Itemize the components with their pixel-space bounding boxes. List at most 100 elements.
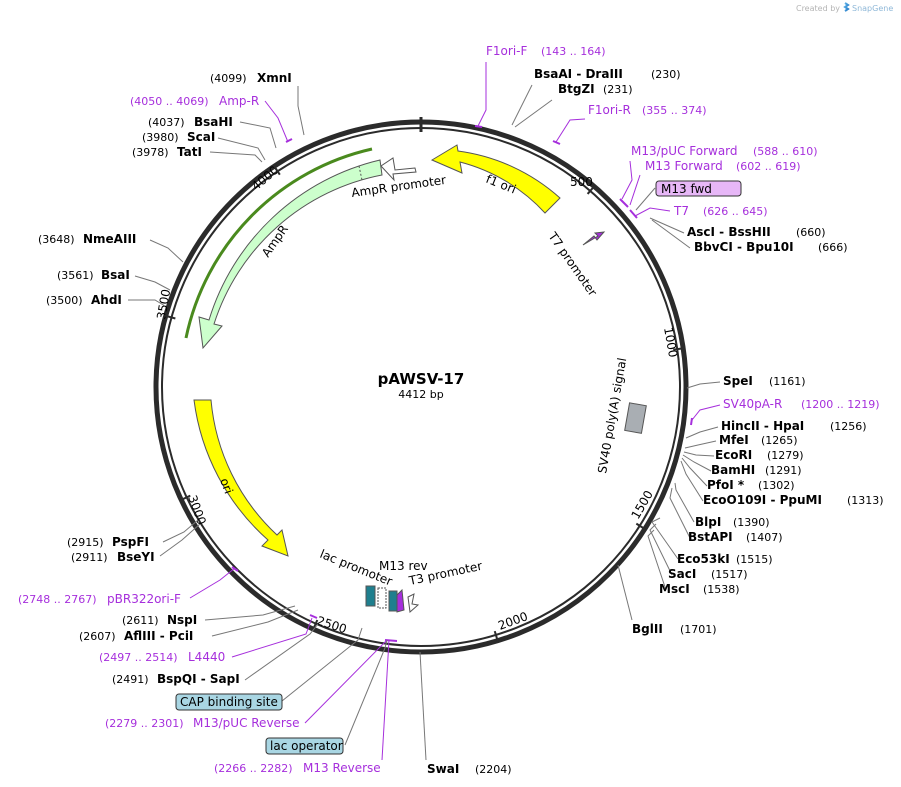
primer-arc-pbr322ori-f [231, 566, 239, 572]
site-name: BspQI - SapI [157, 672, 240, 686]
site-position: (2915) [67, 536, 104, 549]
primer-name: M13/pUC Reverse [193, 716, 300, 730]
primer-name: M13 Reverse [303, 761, 381, 775]
tick-mark-1000 [673, 347, 685, 351]
site-position: (4099) [210, 72, 247, 85]
site-name: MfeI [719, 433, 749, 447]
site-position: (666) [818, 241, 848, 254]
site-name: BsaHI [194, 115, 233, 129]
site-position: (1161) [769, 375, 806, 388]
site-position: (230) [651, 68, 681, 81]
site-name: MscI [659, 582, 690, 596]
tick-mark-1500 [635, 522, 647, 531]
site-name: BseYI [117, 550, 155, 564]
lac-operator-box [377, 587, 387, 609]
m13-fwd-tag [655, 180, 742, 197]
site-position: (3500) [46, 294, 83, 307]
site-position: (2491) [112, 673, 149, 686]
site-labels: (4099) XmnI (4037) BsaHI (3980) ScaI (39… [38, 67, 884, 776]
site-name: NspI [167, 613, 197, 627]
watermark-brand: SnapGene [852, 4, 893, 13]
primer-name: F1ori-F [486, 44, 527, 58]
ampr-promoter-arrow [380, 157, 417, 182]
ori-label: ori [217, 476, 235, 495]
lac-operator-label: lac operator [270, 739, 343, 753]
site-name: BtgZI [558, 82, 595, 96]
cap-binding-site-tag [175, 693, 283, 711]
site-name: SwaI [427, 762, 459, 776]
site-position: (2607) [79, 630, 116, 643]
primer-arc-m13-puc-forward [619, 198, 629, 208]
primer-arc-l4440 [309, 614, 318, 619]
primer-position: (4050 .. 4069) [130, 95, 209, 108]
site-name: PspFI [112, 535, 149, 549]
site-name: ScaI [187, 130, 215, 144]
site-name: SpeI [723, 374, 753, 388]
primer-position: (2497 .. 2514) [99, 651, 178, 664]
cap-binding-site-label: CAP binding site [180, 695, 278, 709]
primer-arc-f1ori-f [474, 125, 483, 128]
site-position: (2204) [475, 763, 512, 776]
lac-operator-tag [265, 737, 344, 755]
primer-position: (2748 .. 2767) [18, 593, 97, 606]
m13-rev-marker [396, 588, 405, 613]
site-name: HincII - HpaI [721, 419, 804, 433]
plasmid-size: 4412 bp [398, 388, 443, 401]
primer-name: M13/pUC Forward [631, 144, 738, 158]
ampr-orf-line [184, 147, 373, 339]
primer-position: (588 .. 610) [753, 145, 818, 158]
ampr-arrow [198, 159, 383, 350]
site-position: (1265) [761, 434, 798, 447]
site-position: (1517) [711, 568, 748, 581]
t3-promoter-arrow [407, 593, 420, 613]
primer-arc-layer [231, 125, 693, 642]
site-position: (1291) [765, 464, 802, 477]
site-name: AscI - BssHII [687, 225, 771, 239]
f1-ori-arrow [430, 144, 561, 214]
primer-name: SV40pA-R [723, 397, 782, 411]
site-name: PfoI * [707, 478, 745, 492]
primer-position: (2266 .. 2282) [214, 762, 293, 775]
site-position: (1407) [746, 531, 783, 544]
primer-name: L4440 [188, 650, 225, 664]
site-position: (1390) [733, 516, 770, 529]
tick-mark-3000 [179, 494, 191, 502]
leader-lines [128, 62, 721, 761]
site-name: BamHI [711, 463, 755, 477]
site-position: (1256) [830, 420, 867, 433]
primer-name: M13 Forward [645, 159, 723, 173]
primer-name: T7 [673, 204, 689, 218]
primer-position: (355 .. 374) [642, 104, 707, 117]
primer-arc-amp-r [285, 138, 293, 143]
site-position: (1701) [680, 623, 717, 636]
primer-arc-sv40pa-r [690, 417, 693, 426]
ori-arrow [193, 399, 289, 557]
primer-position: (626 .. 645) [703, 205, 768, 218]
site-name: BstAPI [688, 530, 733, 544]
primer-name: Amp-R [219, 94, 259, 108]
site-name: EcoRI [715, 448, 752, 462]
site-name: TatI [177, 145, 202, 159]
lac-promoter-box [365, 585, 376, 607]
tick-label-3500: 3500 [154, 288, 173, 321]
site-position: (2911) [71, 551, 108, 564]
primer-position: (143 .. 164) [541, 45, 606, 58]
site-name: EcoO109I - PpuMI [703, 493, 822, 507]
tick-label-500: 500 [570, 175, 593, 189]
primer-labels: F1ori-F (143 .. 164) F1ori-R (355 .. 374… [18, 44, 880, 775]
site-position: (1279) [767, 449, 804, 462]
site-name: BlpI [695, 515, 721, 529]
snapgene-watermark: Created by SnapGene [796, 2, 893, 13]
watermark-prefix: Created by [796, 4, 840, 13]
site-name: BbvCI - Bpu10I [694, 240, 794, 254]
site-name: BsaAI - DraIII [534, 67, 623, 81]
site-position: (660) [796, 226, 826, 239]
site-name: BglII [632, 622, 663, 636]
site-position: (1538) [703, 583, 740, 596]
site-name: NmeAIII [83, 232, 136, 246]
primer-name: F1ori-R [588, 103, 631, 117]
tick-mark-4000 [272, 164, 281, 176]
sv40-label: SV40 poly(A) signal [595, 357, 629, 475]
site-name: XmnI [257, 71, 292, 85]
